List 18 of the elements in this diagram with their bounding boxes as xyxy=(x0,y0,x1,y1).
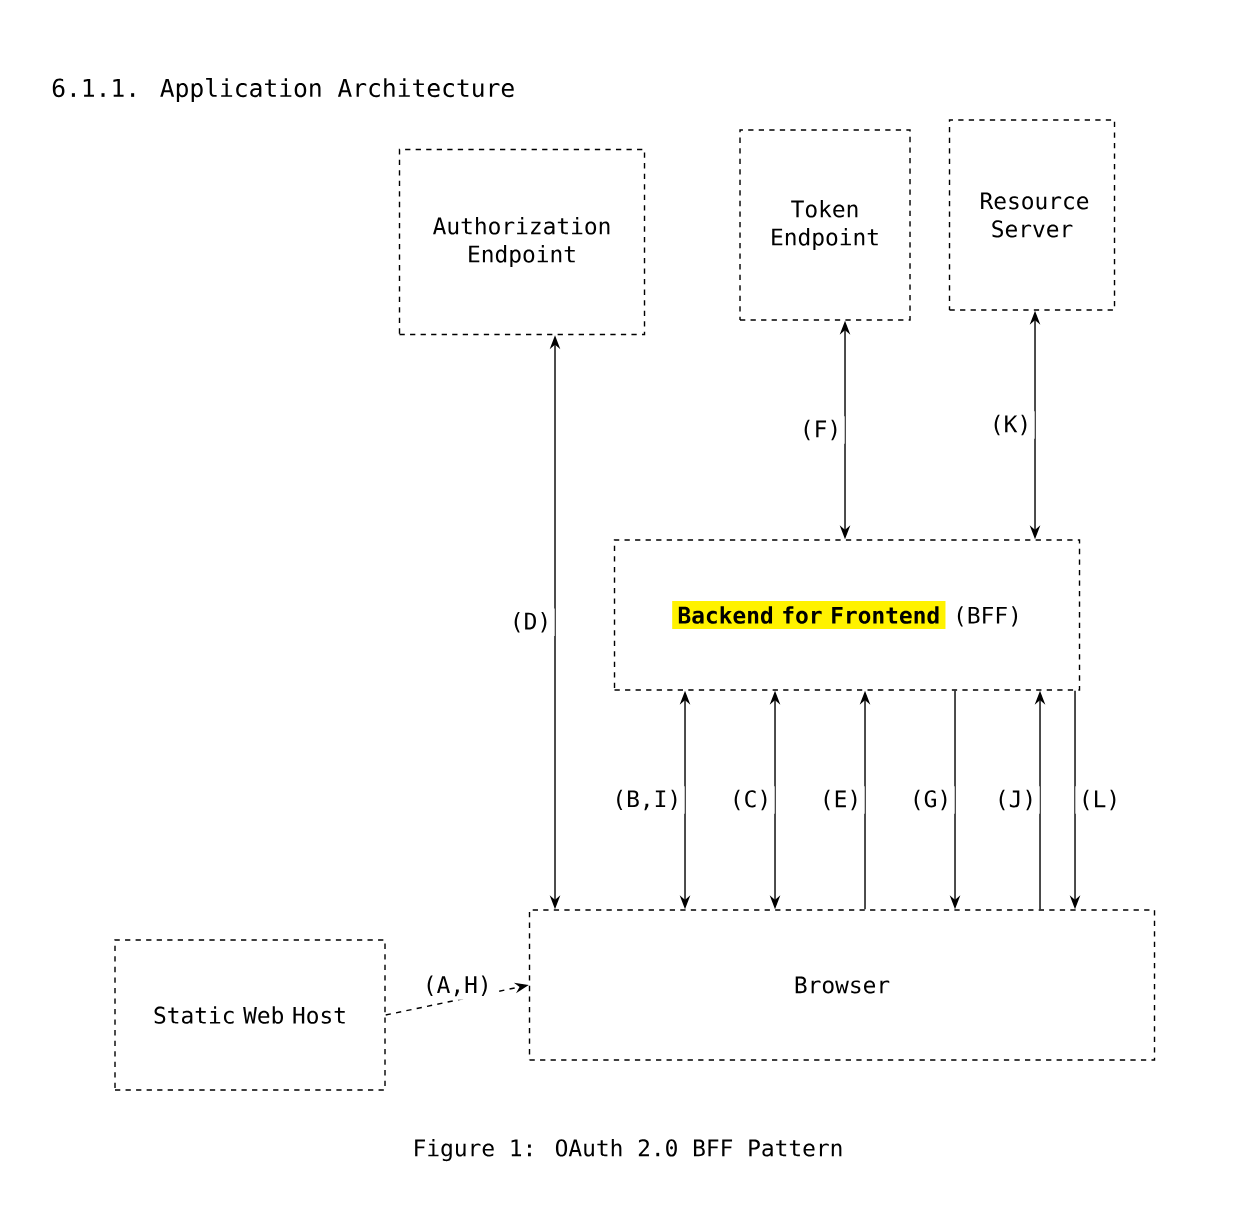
edge-label: (C) xyxy=(726,786,775,814)
edge-label: (J) xyxy=(991,786,1040,814)
edge-label: (D) xyxy=(506,608,555,636)
box: Static Web Host xyxy=(114,939,386,1091)
edge-label: (G) xyxy=(906,786,955,814)
caption: Figure 1: OAuth 2.0 BFF Pattern xyxy=(415,1138,842,1162)
box: Token Endpoint xyxy=(739,129,911,321)
edge-label: (E) xyxy=(816,786,865,814)
box: Browser xyxy=(528,909,1156,1061)
box: Authorization Endpoint xyxy=(398,148,646,336)
edge-label: (A,H) xyxy=(419,972,496,1000)
heading: 6.1.1. Application Architecture xyxy=(52,78,514,102)
box: Backend for Frontend (BFF) xyxy=(613,539,1081,691)
edge-label: (K) xyxy=(986,411,1035,439)
box: Resource Server xyxy=(948,119,1116,311)
edge-label: (F) xyxy=(796,416,845,444)
edge-label: (L) xyxy=(1075,786,1124,814)
edge-label: (B,I) xyxy=(608,786,685,814)
